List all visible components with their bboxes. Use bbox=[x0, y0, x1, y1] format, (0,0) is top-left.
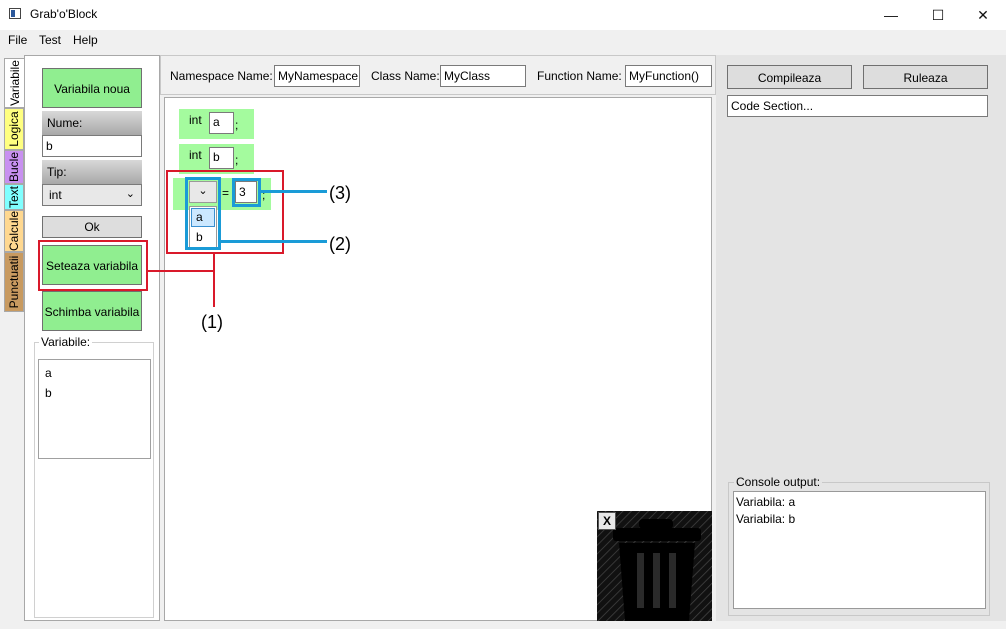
menu-test[interactable]: Test bbox=[39, 33, 62, 47]
variables-group-label: Variabile: bbox=[39, 335, 93, 349]
block-semicolon: ; bbox=[235, 153, 239, 167]
annotation-line-1 bbox=[213, 254, 215, 307]
console-group bbox=[728, 482, 990, 616]
annotation-label-2: (2) bbox=[329, 234, 351, 254]
list-item[interactable]: a bbox=[45, 366, 52, 380]
console-label: Console output: bbox=[734, 475, 823, 489]
trash-close-button[interactable]: X bbox=[598, 512, 616, 530]
ok-button[interactable]: Ok bbox=[42, 216, 142, 238]
annotation-box-value bbox=[232, 178, 261, 207]
menu-help[interactable]: Help bbox=[73, 33, 98, 47]
namespace-input[interactable]: MyNamespace bbox=[274, 65, 360, 87]
tab-variabile[interactable]: Variabile bbox=[4, 58, 24, 108]
block-type: int bbox=[189, 113, 202, 127]
window-title: Grab'o'Block bbox=[30, 7, 98, 21]
declaration-block-a[interactable]: int a ; bbox=[179, 109, 254, 139]
menu-bar bbox=[0, 30, 1006, 50]
code-section-field[interactable]: Code Section... bbox=[727, 95, 988, 117]
dropdown-option-b[interactable]: b bbox=[196, 230, 203, 244]
block-semicolon: ; bbox=[262, 188, 266, 202]
annotation-line-3 bbox=[261, 190, 327, 193]
tab-punctuatii[interactable]: Punctuatii bbox=[4, 252, 24, 312]
annotation-box-set-button bbox=[38, 240, 148, 291]
tab-calcule[interactable]: Calcule bbox=[4, 210, 24, 252]
close-button[interactable]: ✕ bbox=[977, 7, 989, 23]
annotation-box-dropdown bbox=[185, 177, 221, 250]
console-line: Variabila: b bbox=[736, 512, 796, 526]
set-variable-button[interactable]: Seteaza variabila bbox=[42, 245, 142, 285]
function-label: Function Name: bbox=[537, 69, 622, 83]
class-label: Class Name: bbox=[371, 69, 440, 83]
variables-group bbox=[34, 342, 154, 618]
dropdown-list[interactable]: a b bbox=[189, 206, 217, 248]
declaration-block-b[interactable]: int b ; bbox=[179, 144, 254, 174]
annotation-line-2 bbox=[221, 240, 327, 243]
minimize-button[interactable]: — bbox=[884, 7, 898, 23]
console-output[interactable]: Variabila: a Variabila: b bbox=[733, 491, 986, 609]
chevron-down-icon: ⌄ bbox=[125, 188, 135, 200]
name-input[interactable]: b bbox=[42, 135, 142, 157]
type-select-value: int bbox=[49, 188, 62, 202]
annotation-box-canvas bbox=[166, 170, 284, 254]
trash-icon bbox=[597, 511, 712, 621]
annotation-label-1: (1) bbox=[201, 312, 223, 332]
run-button[interactable]: Ruleaza bbox=[863, 65, 988, 89]
dropdown-option-a[interactable]: a bbox=[191, 208, 215, 227]
variables-list[interactable]: a b bbox=[38, 359, 151, 459]
tab-bucle[interactable]: Bucle bbox=[4, 150, 24, 184]
block-name-input[interactable]: a bbox=[209, 112, 234, 134]
chevron-down-icon: ⌄ bbox=[198, 185, 208, 197]
header-bar bbox=[160, 55, 716, 95]
list-item[interactable]: b bbox=[45, 386, 52, 400]
function-input[interactable]: MyFunction() bbox=[625, 65, 712, 87]
block-type: int bbox=[189, 148, 202, 162]
name-label: Nume: bbox=[47, 116, 83, 130]
annotation-line-1b bbox=[148, 270, 214, 272]
trash-area[interactable] bbox=[597, 511, 712, 621]
maximize-button[interactable]: ☐ bbox=[931, 7, 945, 23]
app-icon bbox=[9, 8, 21, 19]
compile-button[interactable]: Compileaza bbox=[727, 65, 852, 89]
menu-file[interactable]: File bbox=[8, 33, 28, 47]
change-variable-button[interactable]: Schimba variabila bbox=[42, 291, 142, 331]
type-label-bg bbox=[42, 160, 142, 184]
block-name-input[interactable]: b bbox=[209, 147, 234, 169]
name-label-bg bbox=[42, 111, 142, 135]
tab-logica[interactable]: Logica bbox=[4, 108, 24, 150]
tab-text[interactable]: Text bbox=[4, 184, 24, 210]
type-select[interactable]: int ⌄ bbox=[42, 184, 142, 206]
new-variable-button[interactable]: Variabila noua bbox=[42, 68, 142, 108]
type-label: Tip: bbox=[47, 165, 67, 179]
equals-sign: = bbox=[222, 186, 230, 200]
class-input[interactable]: MyClass bbox=[440, 65, 526, 87]
namespace-label: Namespace Name: bbox=[170, 69, 273, 83]
title-bar bbox=[0, 0, 1006, 30]
variable-dropdown[interactable]: ⌄ bbox=[189, 181, 217, 203]
value-input[interactable]: 3 bbox=[235, 181, 257, 203]
block-semicolon: ; bbox=[235, 118, 239, 132]
annotation-label-3: (3) bbox=[329, 183, 351, 203]
console-line: Variabila: a bbox=[736, 495, 796, 509]
